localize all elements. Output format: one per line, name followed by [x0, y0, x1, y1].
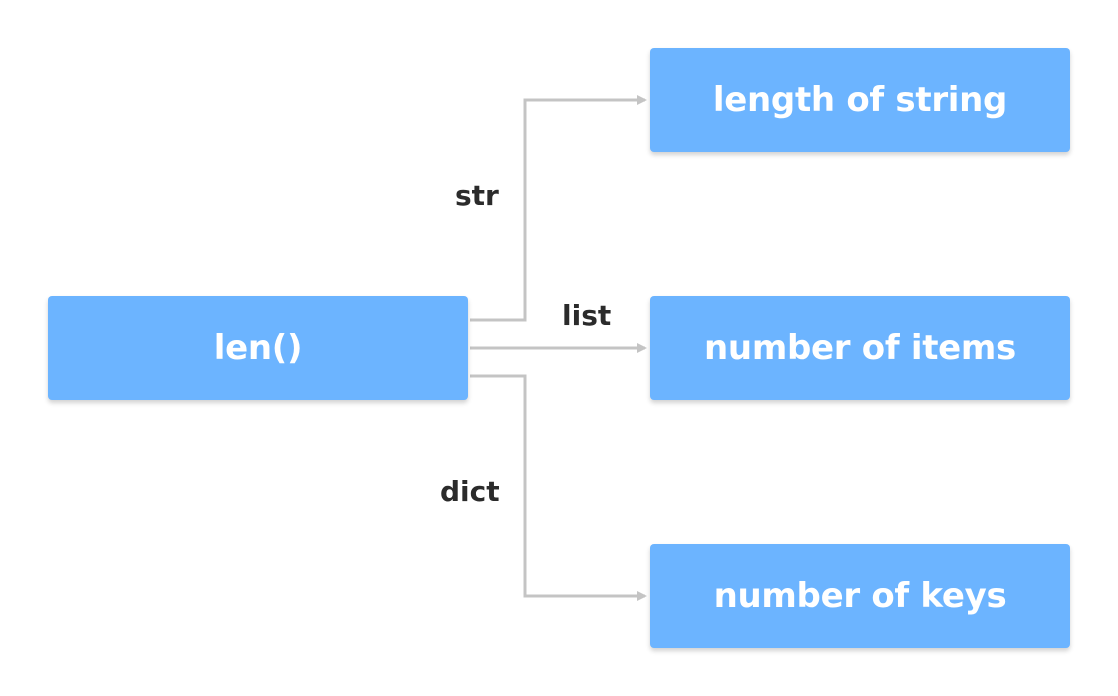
target-node-str-label: length of string: [712, 80, 1008, 120]
target-node-dict: number of keys: [650, 544, 1070, 648]
source-node-label: len(): [213, 328, 303, 368]
edge-label-str: str: [455, 179, 499, 212]
edge-label-dict: dict: [440, 475, 500, 508]
edge-str-line: [470, 95, 647, 322]
target-node-list: number of items: [650, 296, 1070, 400]
target-node-str: length of string: [650, 48, 1070, 152]
target-node-list-label: number of items: [704, 328, 1016, 368]
target-node-dict-label: number of keys: [713, 576, 1007, 616]
edge-label-list: list: [562, 299, 612, 332]
edge-dict-line: [470, 374, 647, 601]
source-node-len: len(): [48, 296, 468, 400]
